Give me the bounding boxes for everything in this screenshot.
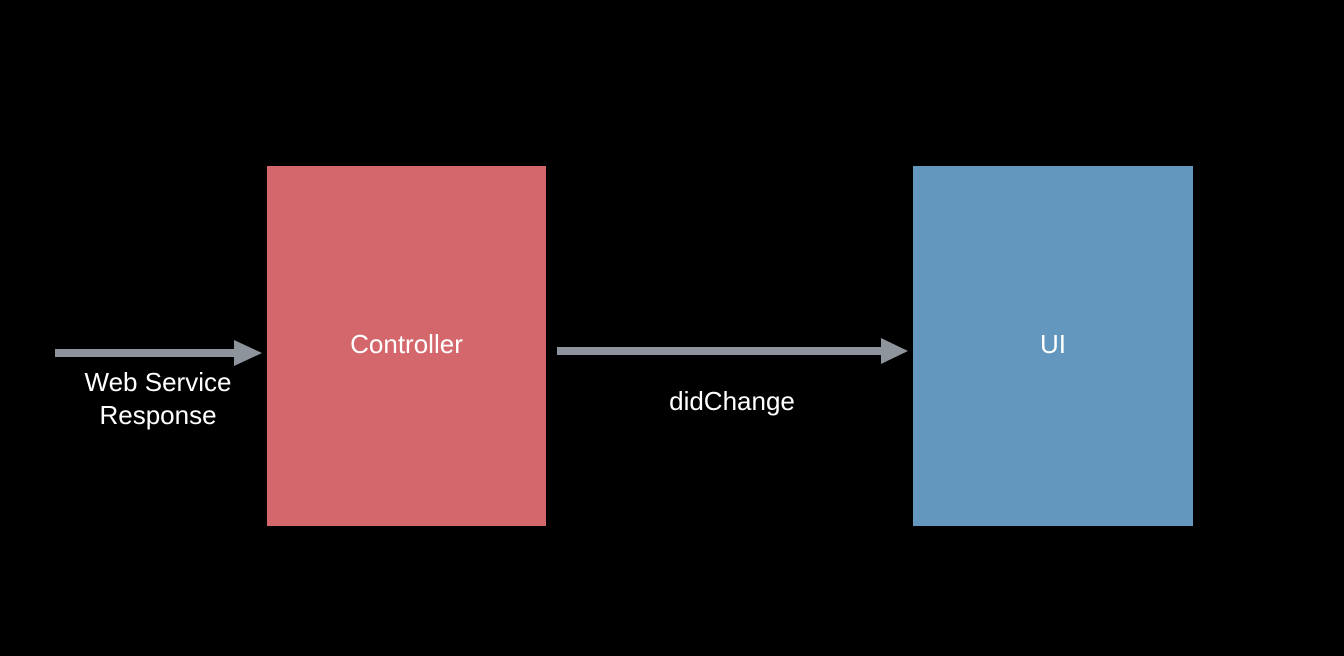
input-arrow-label-line2: Response bbox=[99, 400, 217, 430]
did-change-arrow-head bbox=[881, 338, 908, 364]
did-change-arrow bbox=[557, 338, 908, 364]
controller-label: Controller bbox=[350, 328, 463, 359]
did-change-label: didChange bbox=[669, 386, 795, 416]
input-arrow bbox=[55, 340, 262, 366]
input-arrow-label: Web Service Response bbox=[58, 366, 258, 432]
ui-label: UI bbox=[1040, 328, 1066, 359]
input-arrow-head bbox=[234, 340, 262, 366]
did-change-arrow-shaft bbox=[557, 347, 883, 355]
ui-box: UI bbox=[913, 166, 1193, 526]
input-arrow-shaft bbox=[55, 349, 235, 357]
controller-box: Controller bbox=[267, 166, 546, 526]
input-arrow-label-line1: Web Service bbox=[84, 367, 232, 397]
